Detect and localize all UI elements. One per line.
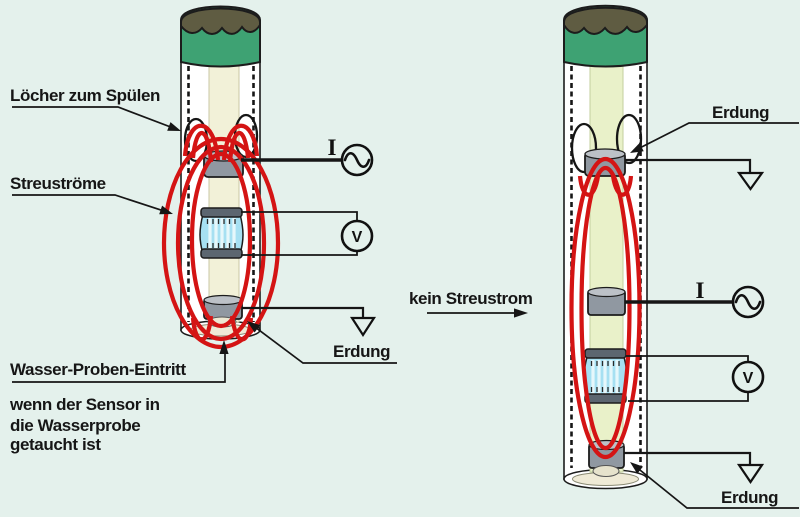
right-voltmeter <box>731 360 765 394</box>
right-cap <box>563 4 648 68</box>
label-ground-right-bottom-arrow <box>630 462 643 474</box>
left-ground-icon <box>349 316 377 338</box>
left-voltmeter <box>340 219 374 253</box>
left-voltmeter-label: V <box>352 229 363 246</box>
label-water-entry-arrow <box>219 340 229 354</box>
right-ac-wave-icon <box>734 293 762 311</box>
right-voltmeter-label: V <box>743 370 754 387</box>
right-ground-top-icon <box>736 171 765 191</box>
label-stray-currents: Streuströme <box>10 174 106 193</box>
right-contained-current-loops <box>569 156 642 460</box>
label-holes-arrow <box>167 122 181 131</box>
right-core-rod <box>589 61 624 473</box>
label-ground-right-bottom: Erdung <box>721 488 778 507</box>
left-annotations: Löcher zum Spülen Streuströme Wasser-Pro… <box>9 86 397 454</box>
label-ground-right-top: Erdung <box>712 103 769 122</box>
left-cap <box>180 5 261 68</box>
label-ground-right-top-arrow <box>630 143 644 153</box>
right-ground-bottom-icon <box>736 463 765 484</box>
left-sensor: I V <box>161 5 377 350</box>
right-sensor: I V <box>563 4 765 490</box>
left-electrode-blue <box>199 207 244 259</box>
right-ground-top-circuit <box>625 158 765 191</box>
left-cap-top <box>180 7 261 35</box>
right-flushing-hole-right <box>615 113 643 165</box>
label-no-stray-current: kein Streustrom <box>409 289 533 308</box>
left-ground-circuit <box>242 306 377 338</box>
label-ground-left: Erdung <box>333 342 390 361</box>
left-current-label: I <box>328 135 337 160</box>
label-ground-left-arrow <box>247 321 261 333</box>
left-current-circuit: I <box>241 135 374 177</box>
right-flushing-hole-left <box>570 122 598 174</box>
right-electrode-blue-stripes <box>591 360 619 394</box>
left-voltmeter-circuit: V <box>241 211 374 256</box>
right-electrode-blue-ticks <box>590 361 620 392</box>
right-ground-bottom-circuit <box>624 451 765 484</box>
right-current-label: I <box>696 278 705 303</box>
right-voltmeter-circuit: V <box>626 355 765 402</box>
caption-line-2: die Wasserprobe <box>10 416 140 435</box>
label-stray-currents-arrow <box>159 205 173 215</box>
caption-line-3: getaucht ist <box>10 435 101 454</box>
right-cap-top <box>563 6 648 35</box>
right-annotations: Erdung Erdung <box>630 103 799 509</box>
label-water-entry: Wasser-Proben-Eintritt <box>10 360 186 379</box>
right-electrode-blue <box>583 348 628 404</box>
right-current-circuit: I <box>625 278 765 319</box>
right-electrode-current <box>587 286 626 316</box>
label-no-stray-current-arrow <box>514 308 528 318</box>
caption-line-1: wenn der Sensor in <box>9 395 160 414</box>
left-electrode-blue-stripes <box>208 218 236 250</box>
center-annotation: kein Streustrom <box>409 289 533 318</box>
left-core-rod <box>208 59 240 323</box>
left-stray-current-loops <box>161 123 281 350</box>
left-electrode-blue-ticks <box>206 219 236 248</box>
left-ac-wave-icon <box>343 151 371 169</box>
label-holes: Löcher zum Spülen <box>10 86 160 105</box>
